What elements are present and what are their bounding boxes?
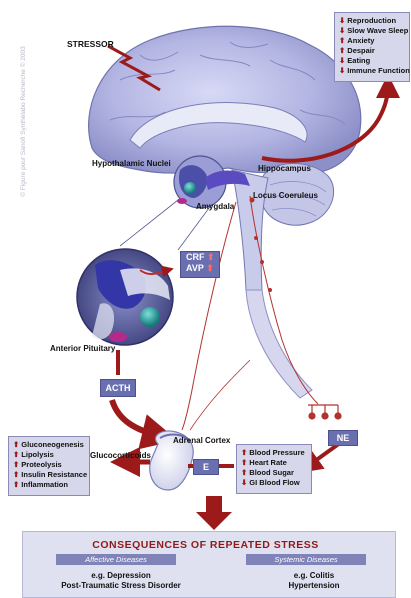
ne-tag: NE [328, 430, 358, 446]
arrow-up-icon: ⬆ [13, 480, 19, 489]
effects-item: ⬇Immune Function [339, 66, 405, 76]
effects-item: ⬇Slow Wave Sleep [339, 26, 405, 36]
amygdala-label: Amygdala [196, 203, 234, 211]
crf-label: CRF ⬆ [186, 252, 219, 263]
arrow-down-icon: ⬇ [241, 478, 247, 487]
systemic-examples: e.g. Colitis Hypertension [266, 571, 362, 591]
effects-item: ⬆Anxiety [339, 36, 405, 46]
arrow-ne-to-cardio [308, 443, 340, 466]
stressor-label: STRESSOR [67, 40, 114, 49]
systemic-diseases-bar: Systemic Diseases [246, 554, 366, 565]
arrow-acth-to-adrenal [112, 400, 160, 436]
gluco-effect-item: ⬆Inflammation [13, 480, 85, 490]
cardio-effect-item: ⬆Blood Sugar [241, 468, 307, 478]
effects-item: ⬆Despair [339, 46, 405, 56]
effects-item: ⬇Reproduction [339, 16, 405, 26]
arrow-up-icon: ⬆ [241, 458, 247, 467]
effects-item: ⬇Eating [339, 56, 405, 66]
consequences-title: CONSEQUENCES OF REPEATED STRESS [0, 539, 411, 551]
acth-tag: ACTH [100, 379, 136, 397]
arrow-up-icon: ⬆ [13, 450, 19, 459]
copyright-watermark: © Figure pour Sanofi Synthélabo Recherch… [20, 46, 27, 197]
arrow-up-icon: ⬆ [207, 252, 215, 262]
affective-example: e.g. Depression [58, 571, 184, 581]
cardio-effect-item: ⬆Blood Pressure [241, 448, 307, 458]
gluco-effect-item: ⬆Insulin Resistance [13, 470, 85, 480]
gluco-effect-item: ⬆Gluconeogenesis [13, 440, 85, 450]
arrow-up-icon: ⬆ [206, 263, 214, 273]
adrenal-cortex-label: Adrenal Cortex [173, 437, 230, 445]
spinal-cord [246, 290, 312, 398]
brainstem [232, 170, 268, 290]
hypothalamic-nuclei-label: Hypothalamic Nuclei [92, 160, 171, 168]
arrow-up-icon: ⬆ [13, 460, 19, 469]
locus-coeruleus-label: Locus Coeruleus [253, 192, 318, 200]
glucocorticoid-effects-box: ⬆Gluconeogenesis ⬆Lipolysis ⬆Proteolysis… [8, 436, 90, 496]
arrow-up-icon: ⬆ [241, 468, 247, 477]
cardio-effects-box: ⬆Blood Pressure ⬆Heart Rate ⬆Blood Sugar… [236, 444, 312, 494]
systemic-example: e.g. Colitis [266, 571, 362, 581]
avp-label: AVP ⬆ [186, 263, 219, 274]
effects-box: ⬇Reproduction ⬇Slow Wave Sleep ⬆Anxiety … [334, 12, 410, 82]
gluco-effect-item: ⬆Proteolysis [13, 460, 85, 470]
cardio-effect-item: ⬇GI Blood Flow [241, 478, 307, 488]
brain-hemisphere [89, 26, 361, 173]
cardio-effect-item: ⬆Heart Rate [241, 458, 307, 468]
affective-example: Post-Traumatic Stress Disorder [58, 581, 184, 591]
affective-diseases-bar: Affective Diseases [56, 554, 176, 565]
arrow-down-icon: ⬇ [339, 16, 345, 25]
affective-examples: e.g. Depression Post-Traumatic Stress Di… [58, 571, 184, 591]
arrow-up-icon: ⬆ [13, 470, 19, 479]
ne-terminals [308, 405, 341, 419]
arrow-up-icon: ⬆ [339, 36, 345, 45]
arrow-up-icon: ⬆ [241, 448, 247, 457]
e-tag: E [193, 459, 219, 475]
systemic-example: Hypertension [266, 581, 362, 591]
arrow-up-icon: ⬆ [13, 440, 19, 449]
glucocorticoids-label: Glucocorticoids [90, 452, 151, 460]
anterior-pituitary-label: Anterior Pituitary [50, 345, 115, 353]
arrow-down-icon: ⬇ [339, 56, 345, 65]
arrow-down-icon: ⬇ [339, 66, 345, 75]
arrow-up-icon: ⬆ [339, 46, 345, 55]
crf-avp-tag: CRF ⬆ AVP ⬆ [180, 251, 220, 278]
arrow-down-icon: ⬇ [339, 26, 345, 35]
pvn-label: PVN [82, 242, 98, 250]
gluco-effect-item: ⬆Lipolysis [13, 450, 85, 460]
arrow-to-consequences [196, 496, 232, 530]
hippocampus-label: Hippocampus [258, 165, 311, 173]
